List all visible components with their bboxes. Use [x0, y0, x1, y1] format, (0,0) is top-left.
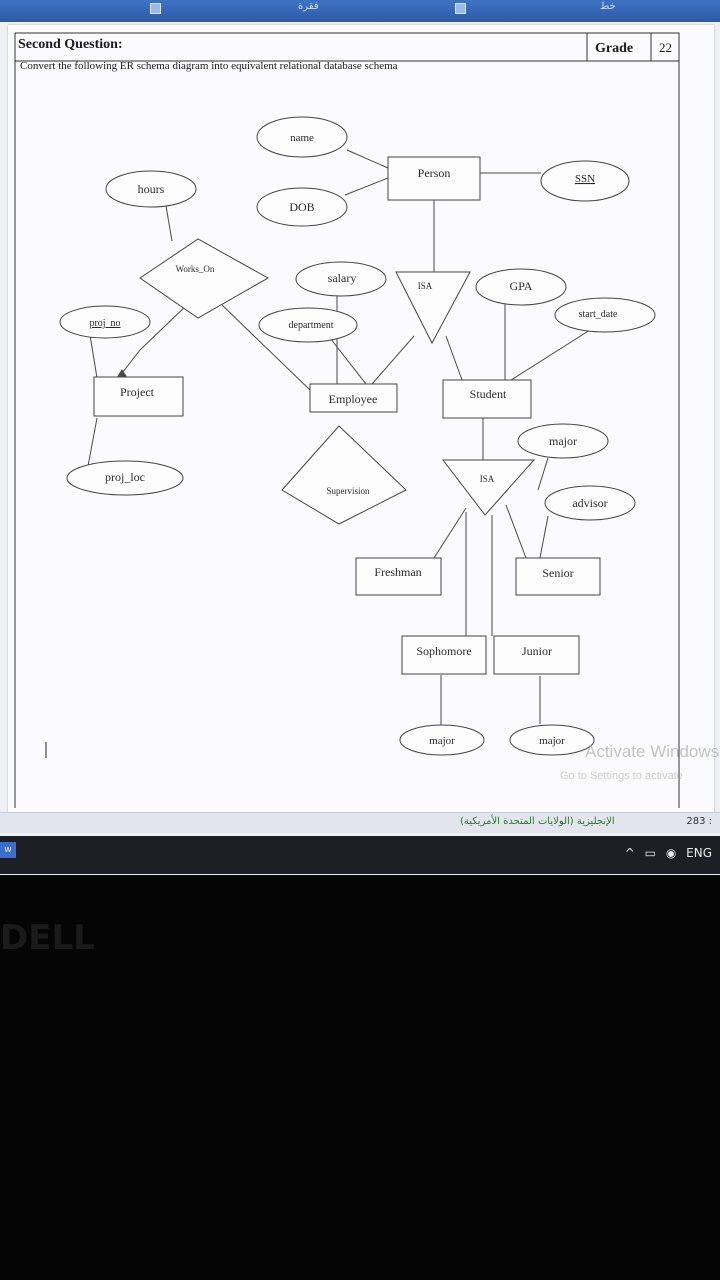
attr-name — [256, 116, 348, 158]
tray-battery-icon[interactable]: ▭ — [644, 846, 656, 860]
watermark-settings-hint: Go to Settings to activate — [560, 770, 683, 782]
label-attr-ssn: SSN — [575, 173, 595, 185]
taskbar: W ^ ▭ ◉ ENG — [0, 836, 720, 874]
entity-project — [93, 376, 184, 417]
label-attr-name: name — [290, 132, 314, 144]
line-hours-workson — [165, 205, 173, 242]
ribbon-launcher-icon[interactable] — [150, 3, 161, 14]
attr-salary — [295, 261, 387, 297]
tray-network-icon[interactable]: ◉ — [665, 846, 677, 860]
label-attr-major-student: major — [549, 434, 577, 448]
attr-advisor — [544, 485, 636, 521]
status-word-count[interactable]: 283 : — [686, 816, 712, 827]
label-attr-major-sophomore: major — [429, 735, 455, 747]
label-senior: Senior — [542, 566, 573, 580]
line-name-person — [346, 149, 389, 169]
isa-triangle-student — [441, 459, 536, 516]
label-project: Project — [120, 385, 155, 399]
attr-start-date — [554, 297, 656, 333]
line-department-employee — [329, 337, 367, 385]
ribbon-launcher-icon[interactable] — [455, 3, 466, 14]
entity-senior — [515, 557, 601, 596]
ribbon-group-paragraph[interactable]: فقرة — [298, 1, 319, 12]
watermark-activate: Activate Windows — [585, 742, 720, 761]
label-attr-proj-no: proj_no — [89, 318, 120, 329]
label-attr-start-date: start_date — [579, 309, 618, 320]
entity-employee — [309, 383, 398, 413]
label-attr-department: department — [289, 320, 334, 331]
dell-logo: DELL — [0, 918, 95, 958]
question-instruction: Convert the following ER schema diagram … — [20, 60, 398, 72]
label-freshman: Freshman — [374, 565, 421, 579]
relationship-works-on — [139, 238, 270, 319]
attr-major-sophomore — [399, 724, 485, 756]
ribbon-group-font[interactable]: خط — [600, 1, 616, 12]
system-tray: ^ ▭ ◉ ENG — [619, 846, 712, 860]
entity-sophomore — [401, 635, 487, 675]
line-workson-employee — [221, 304, 311, 391]
tray-caret-icon[interactable]: ^ — [624, 846, 635, 860]
line-project-projloc — [87, 417, 98, 467]
entity-person — [387, 156, 481, 201]
screen: فقرة خط Second Question: Convert the fol… — [0, 0, 720, 875]
grade-value: 22 — [659, 40, 672, 55]
entity-junior — [493, 635, 580, 675]
ribbon-bar: فقرة خط — [0, 0, 720, 22]
entity-freshman — [355, 557, 442, 596]
attr-major-junior — [509, 724, 595, 756]
status-language[interactable]: الإنجليزية (الولايات المتحدة الأمريكية) — [460, 816, 615, 827]
label-works-on: Works_On — [176, 264, 215, 274]
line-projno-project — [89, 334, 98, 379]
label-junior: Junior — [522, 644, 552, 658]
label-sophomore: Sophomore — [416, 644, 471, 658]
er-diagram: Second Question: Convert the following E… — [14, 32, 680, 808]
label-employee: Employee — [329, 392, 378, 406]
isa-triangle-person — [395, 271, 471, 345]
question-header-table — [14, 32, 680, 808]
label-attr-gpa: GPA — [510, 279, 533, 293]
line-startdate-student — [507, 329, 591, 383]
label-person: Person — [418, 166, 451, 180]
question-title: Second Question: — [18, 37, 123, 52]
label-attr-advisor: advisor — [572, 496, 607, 510]
line-major-subclass — [537, 457, 549, 491]
attr-gpa — [475, 268, 567, 306]
label-isa-student: ISA — [480, 474, 495, 484]
line-advisor-senior — [539, 515, 549, 559]
label-attr-major-junior: major — [539, 735, 565, 747]
label-attr-dob: DOB — [289, 200, 314, 214]
line-isa-student — [445, 335, 463, 381]
status-bar: الإنجليزية (الولايات المتحدة الأمريكية) … — [0, 812, 720, 833]
line-isa2-senior — [505, 504, 527, 559]
label-isa-person: ISA — [418, 281, 433, 291]
label-student: Student — [470, 387, 507, 401]
attr-department — [258, 307, 358, 343]
attr-proj-loc — [66, 460, 184, 496]
attr-ssn — [540, 160, 630, 202]
label-attr-proj-loc: proj_loc — [105, 470, 145, 484]
line-isa2-freshman — [433, 507, 467, 559]
attr-dob — [256, 187, 348, 227]
label-attr-salary: salary — [328, 271, 357, 285]
line-isa-employee — [371, 335, 415, 385]
line-dob-person — [344, 177, 389, 196]
relationship-supervision — [281, 425, 407, 525]
attr-major-student — [517, 423, 609, 459]
grade-label: Grade — [595, 41, 633, 56]
word-app-icon[interactable]: W — [0, 842, 16, 858]
attr-hours — [105, 170, 197, 208]
attr-proj-no — [59, 305, 151, 339]
label-attr-hours: hours — [138, 182, 165, 196]
line-workson-project — [139, 302, 190, 351]
tray-language[interactable]: ENG — [686, 846, 712, 860]
entity-student — [442, 379, 532, 419]
label-supervision: Supervision — [326, 486, 370, 496]
